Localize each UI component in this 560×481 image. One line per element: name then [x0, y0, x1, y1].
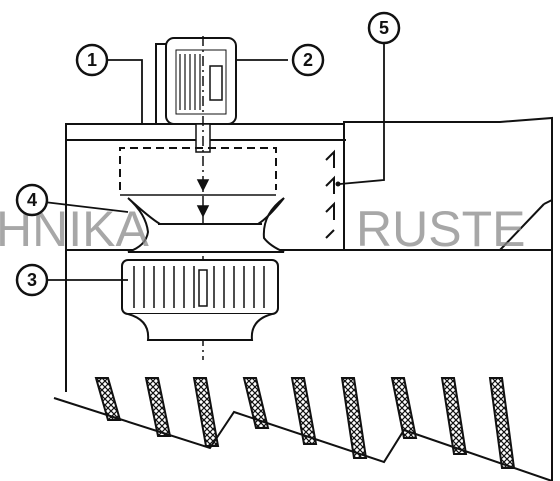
callout-1-label: 1	[87, 50, 97, 70]
motor	[155, 37, 237, 153]
fan-wheel	[121, 259, 279, 341]
callout-3-label: 3	[27, 270, 37, 290]
callout-3: 3	[15, 263, 49, 297]
filter-pleats	[53, 377, 553, 481]
callout-2-label: 2	[303, 50, 313, 70]
callout-1: 1	[75, 43, 109, 77]
callout-4: 4	[15, 183, 49, 217]
callout-5-label: 5	[379, 18, 389, 38]
watermark-right: RUSTE	[356, 201, 525, 257]
damper-louvers	[325, 149, 335, 239]
outlet-flap	[499, 199, 553, 251]
impeller-outline-dashed	[119, 147, 277, 196]
callout-5: 5	[367, 11, 401, 45]
leader-lines	[43, 42, 385, 281]
callout-4-label: 4	[27, 190, 37, 210]
callout-2: 2	[291, 43, 325, 77]
